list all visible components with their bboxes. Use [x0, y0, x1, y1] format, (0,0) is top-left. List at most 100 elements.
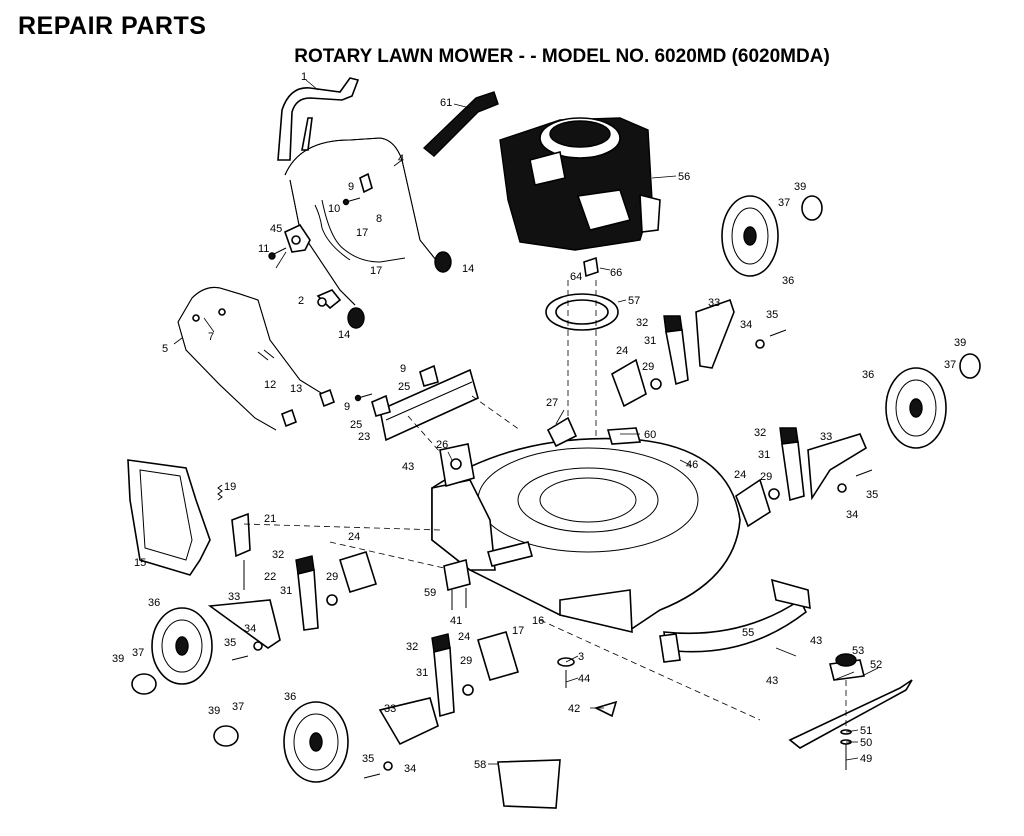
bolt-9-lower [354, 393, 373, 402]
knob-14-lower [347, 307, 365, 329]
callout-8: 8 [376, 213, 382, 225]
wheel-36-mid-right [885, 367, 947, 449]
callout-31: 31 [416, 667, 428, 679]
label-58 [497, 759, 561, 809]
callout-9: 9 [344, 401, 350, 413]
callout-34: 34 [244, 623, 256, 635]
callout-11: 11 [258, 243, 269, 255]
callout-36: 36 [284, 691, 296, 703]
callout-22: 22 [264, 571, 276, 583]
callout-3: 3 [578, 651, 584, 663]
callout-50: 50 [860, 737, 872, 749]
hubcap-39-upper-right [801, 195, 823, 221]
callout-39: 39 [112, 653, 124, 665]
callout-37: 37 [232, 701, 244, 713]
callout-7: 7 [208, 331, 214, 343]
callout-31: 31 [280, 585, 292, 597]
nut-42 [593, 700, 618, 718]
baffle-55 [659, 578, 811, 663]
callout-61: 61 [440, 97, 452, 109]
leader-lines [173, 79, 879, 765]
upper-handle [277, 77, 360, 161]
callout-60: 60 [644, 429, 656, 441]
callout-39: 39 [794, 181, 806, 193]
callout-14: 14 [462, 263, 474, 275]
callout-35: 35 [766, 309, 778, 321]
knob-14-upper [434, 251, 452, 273]
callout-36: 36 [862, 369, 874, 381]
callout-17: 17 [356, 227, 368, 239]
control-cable [314, 199, 406, 263]
callout-32: 32 [754, 427, 766, 439]
callout-46: 46 [686, 459, 698, 471]
hubcap-39-mid-left [131, 673, 157, 695]
rear-bracket-26 [439, 443, 475, 488]
callout-2: 2 [298, 295, 304, 307]
callout-26: 26 [436, 439, 448, 451]
bolt-9-upper [342, 197, 361, 206]
callout-37: 37 [944, 359, 956, 371]
callout-39: 39 [208, 705, 220, 717]
callout-37: 37 [778, 197, 790, 209]
blade-adapter-53 [829, 653, 865, 681]
callout-9: 9 [400, 363, 406, 375]
callout-29: 29 [760, 471, 772, 483]
callout-34: 34 [846, 509, 858, 521]
engine-56 [499, 117, 661, 251]
engine-alignment-lines [567, 280, 597, 470]
callout-21: 21 [264, 513, 276, 525]
callout-32: 32 [272, 549, 284, 561]
callout-33: 33 [708, 297, 720, 309]
callout-33: 33 [384, 703, 396, 715]
diagram-subtitle: ROTARY LAWN MOWER - - MODEL NO. 6020MD (… [294, 46, 830, 67]
lower-upper-handle [284, 137, 447, 306]
rear-door-23 [379, 368, 479, 442]
callout-53: 53 [852, 645, 864, 657]
wheel-36-upper-right [721, 195, 779, 277]
handle-bolts-12 [257, 349, 275, 361]
callout-43: 43 [810, 635, 822, 647]
callout-44: 44 [578, 673, 590, 685]
callout-24: 24 [348, 531, 360, 543]
wheel-36-lower-left [283, 701, 349, 783]
callout-33: 33 [820, 431, 832, 443]
blade-52 [788, 679, 913, 749]
clip-2 [316, 289, 342, 310]
bracket-60 [606, 427, 642, 445]
callout-5: 5 [162, 343, 168, 355]
cable-clip-8 [359, 172, 373, 194]
height-lever-assembly-lower-left [363, 631, 519, 779]
callout-29: 29 [460, 655, 472, 667]
callout-24: 24 [734, 469, 746, 481]
callout-19: 19 [224, 481, 236, 493]
callout-25: 25 [398, 381, 410, 393]
bolt-11 [268, 247, 287, 260]
bolts-41 [451, 588, 467, 610]
callout-24: 24 [458, 631, 470, 643]
callout-31: 31 [644, 335, 656, 347]
callout-29: 29 [326, 571, 338, 583]
callout-15: 15 [134, 557, 146, 569]
height-lever-assembly-upper-right [611, 298, 787, 408]
callout-42: 42 [568, 703, 580, 715]
callout-43: 43 [766, 675, 778, 687]
callout-24: 24 [616, 345, 628, 357]
callout-55: 55 [742, 627, 754, 639]
callout-23: 23 [358, 431, 370, 443]
mower-deck-46 [431, 437, 741, 634]
callout-33: 33 [228, 591, 240, 603]
callout-36: 36 [782, 275, 794, 287]
callout-32: 32 [406, 641, 418, 653]
callout-57: 57 [628, 295, 640, 307]
callout-35: 35 [362, 753, 374, 765]
spring-19 [217, 484, 223, 501]
callout-29: 29 [642, 361, 654, 373]
callout-37: 37 [132, 647, 144, 659]
callout-numbers: 1 2 3 4 5 7 8 9 9 9 10 11 12 13 14 14 15… [112, 71, 966, 775]
callout-1: 1 [301, 71, 307, 83]
callout-4: 4 [398, 153, 404, 165]
callout-34: 34 [740, 319, 752, 331]
fuel-cap-61 [422, 91, 499, 157]
callout-17: 17 [512, 625, 524, 637]
callout-39: 39 [954, 337, 966, 349]
